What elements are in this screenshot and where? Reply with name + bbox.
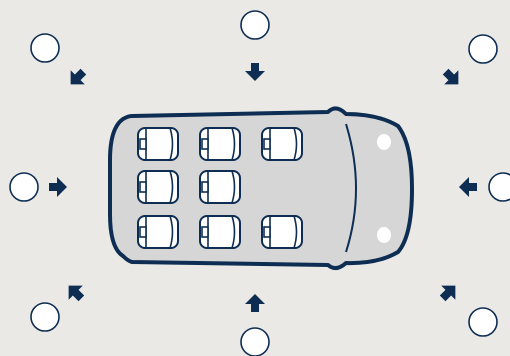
position-circle-front-left[interactable]	[30, 33, 60, 63]
windshield-line	[345, 123, 357, 253]
arrow-icon-rear	[245, 294, 265, 312]
seats	[137, 127, 303, 249]
seat-icon	[137, 215, 179, 249]
seat-icon	[199, 127, 241, 161]
arrow-icon-left	[49, 177, 67, 197]
position-circle-right[interactable]	[488, 172, 510, 202]
van	[108, 106, 414, 270]
arrow-icon-front	[245, 63, 265, 81]
position-indicators	[9, 10, 510, 356]
arrow-icon-right	[459, 177, 477, 197]
direction-arrows	[49, 63, 477, 312]
position-circle-front[interactable]	[240, 10, 270, 40]
position-circle-rear-left[interactable]	[30, 302, 60, 332]
arrow-icon-front-right	[442, 68, 459, 85]
arrow-icon-rear-left	[68, 285, 85, 302]
position-circle-front-right[interactable]	[468, 34, 498, 64]
seat-icon	[137, 170, 179, 204]
seat-icon	[199, 170, 241, 204]
position-circle-rear[interactable]	[240, 327, 270, 356]
arrow-icon-front-left	[70, 68, 87, 85]
seat-icon	[137, 127, 179, 161]
arrow-icon-rear-right	[439, 285, 456, 302]
position-circle-left[interactable]	[9, 172, 39, 202]
seat-icon	[261, 127, 303, 161]
headlight-left	[377, 134, 391, 150]
headlight-right	[377, 227, 391, 243]
seat-icon	[261, 215, 303, 249]
position-circle-rear-right[interactable]	[468, 307, 498, 337]
van-body	[108, 106, 414, 270]
seat-icon	[199, 215, 241, 249]
